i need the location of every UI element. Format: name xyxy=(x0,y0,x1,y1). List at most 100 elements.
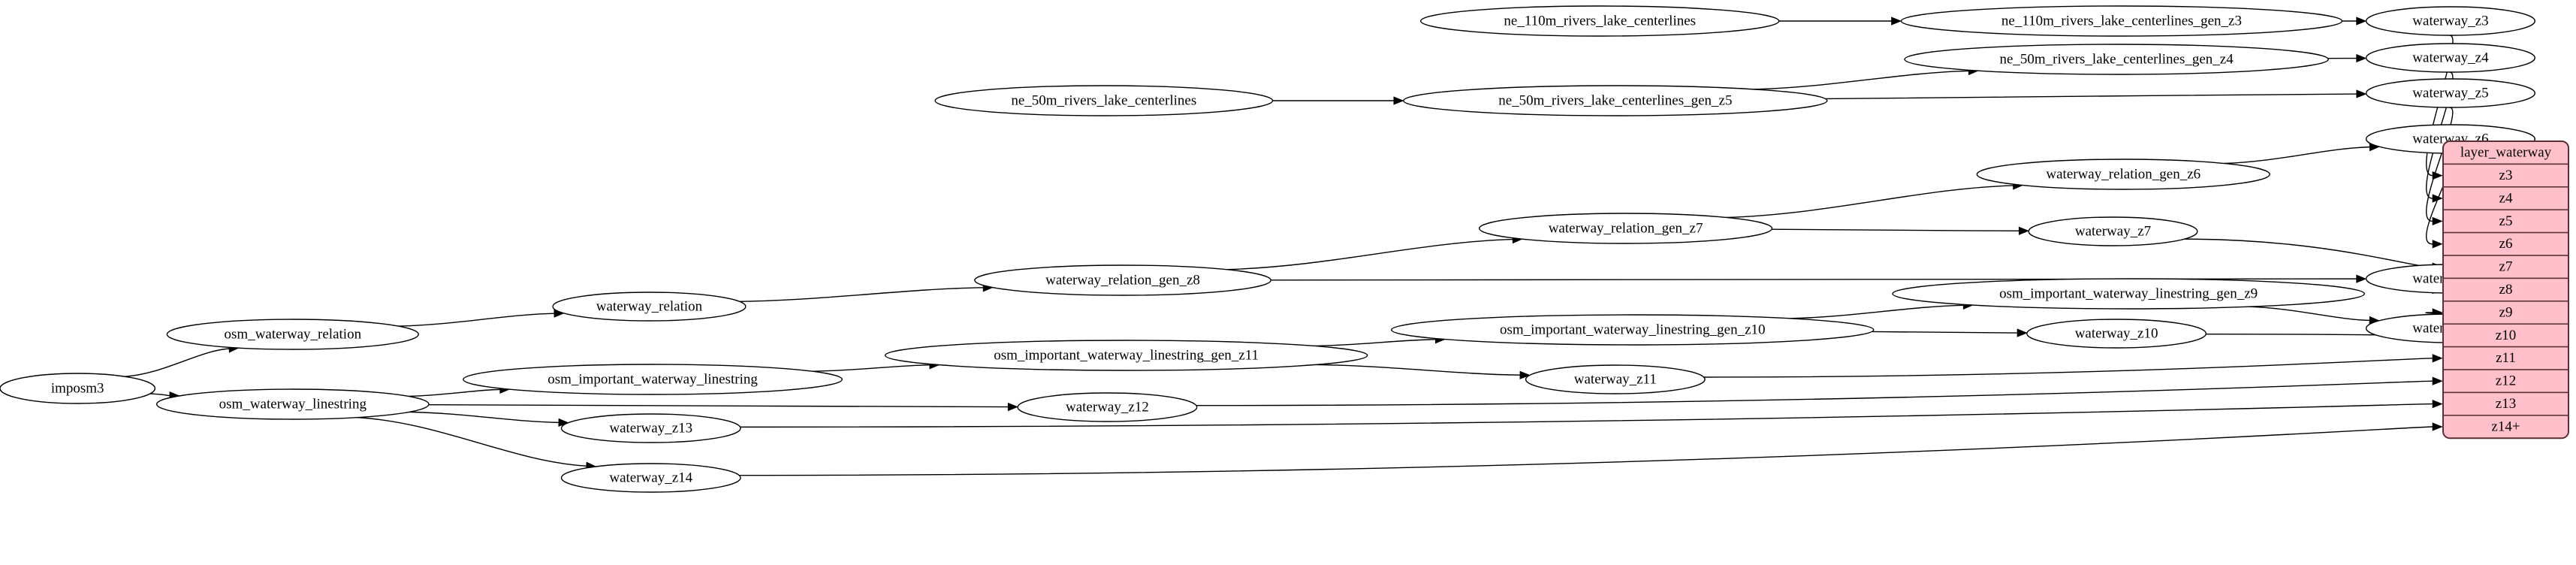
edge-waterway_relation_gen_z7-to-waterway_z7 xyxy=(1772,228,2019,231)
graph-node-osm_waterway_relation[interactable]: osm_waterway_relation xyxy=(166,319,419,350)
edge-osm_waterway_linestring-to-waterway_z12 xyxy=(428,403,1009,408)
graph-node-ne_110m_rivers_lake_centerlines_gen_z3[interactable]: ne_110m_rivers_lake_centerlines_gen_z3 xyxy=(1900,5,2343,37)
edge-osm_important_waterway_linestring-to-osm_important_waterway_linestring_gen_z11 xyxy=(812,364,930,372)
edge-waterway_z14-to-layer_waterway.z14+ xyxy=(739,426,2433,476)
edge-arrowhead xyxy=(2432,240,2443,249)
edge-arrowhead xyxy=(2356,53,2367,63)
table-row-z11[interactable] xyxy=(2443,346,2568,370)
edge-arrowhead xyxy=(2432,376,2443,385)
graph-node-waterway_relation[interactable]: waterway_relation xyxy=(552,292,747,322)
edge-waterway_z12-to-layer_waterway.z12 xyxy=(1196,380,2433,406)
edge-waterway_relation_gen_z6-to-waterway_z6 xyxy=(2224,146,2370,165)
graph-node-waterway_z11[interactable]: waterway_z11 xyxy=(1525,364,1706,394)
node-ellipse xyxy=(552,292,747,322)
edge-waterway_z13-to-layer_waterway.z13 xyxy=(740,403,2433,428)
graph-node-osm_important_waterway_linestring_gen_z10[interactable]: osm_important_waterway_linestring_gen_z1… xyxy=(1391,314,1875,346)
edge-arrowhead xyxy=(2016,328,2028,337)
node-ellipse xyxy=(884,340,1368,371)
edge-arrowhead xyxy=(2432,399,2443,409)
graph-node-waterway_z4[interactable]: waterway_z4 xyxy=(2365,43,2535,73)
graph-node-waterway_z13[interactable]: waterway_z13 xyxy=(560,413,741,443)
table-row-label-z14+: z14+ xyxy=(2491,418,2520,434)
table-row-label-z5: z5 xyxy=(2499,213,2513,229)
edge-osm_waterway_relation-to-waterway_relation xyxy=(397,313,554,327)
node-ellipse xyxy=(1391,314,1875,346)
node-ellipse xyxy=(2365,43,2535,73)
node-ellipse xyxy=(1420,5,1780,37)
graph-node-waterway_z14[interactable]: waterway_z14 xyxy=(560,463,741,493)
table-row-label-z7: z7 xyxy=(2499,259,2513,275)
node-ellipse xyxy=(1904,44,2329,75)
node-ellipse xyxy=(1403,85,1828,116)
edge-osm_important_waterway_linestring_gen_z11-to-waterway_z11 xyxy=(1315,364,1520,376)
node-ellipse xyxy=(1900,5,2343,37)
edge-osm_important_waterway_linestring_gen_z10-to-osm_important_waterway_linestring_gen_z9 xyxy=(1789,304,1964,319)
edge-arrowhead xyxy=(1007,402,1019,412)
table-row-label-z9: z9 xyxy=(2499,304,2513,320)
edge-waterway_z5-to-layer_waterway.z5 xyxy=(2426,107,2454,222)
edge-imposm3-to-osm_waterway_relation xyxy=(125,348,229,377)
edge-waterway_z11-to-layer_waterway.z11 xyxy=(1703,358,2433,378)
graph-node-waterway_z7[interactable]: waterway_z7 xyxy=(2028,216,2198,246)
edge-waterway_relation_gen_z7-to-waterway_relation_gen_z6 xyxy=(1726,185,2013,219)
graph-node-imposm3[interactable]: imposm3 xyxy=(0,373,156,404)
edge-osm_waterway_linestring-to-waterway_z13 xyxy=(409,411,559,424)
edge-arrowhead xyxy=(2432,216,2443,226)
node-ellipse xyxy=(1478,213,1773,244)
node-ellipse xyxy=(166,319,419,350)
graph-node-waterway_relation_gen_z8[interactable]: waterway_relation_gen_z8 xyxy=(974,264,1271,296)
edge-arrowhead xyxy=(2356,274,2367,283)
graph-node-ne_50m_rivers_lake_centerlines_gen_z4[interactable]: ne_50m_rivers_lake_centerlines_gen_z4 xyxy=(1904,44,2329,75)
graph-node-waterway_z5[interactable]: waterway_z5 xyxy=(2365,78,2535,108)
node-ellipse xyxy=(1976,159,2270,190)
table-row-label-z11: z11 xyxy=(2496,350,2516,366)
graph-node-osm_important_waterway_linestring_gen_z11[interactable]: osm_important_waterway_linestring_gen_z1… xyxy=(884,340,1368,371)
node-ellipse xyxy=(934,85,1274,116)
table-row-label-z8: z8 xyxy=(2499,282,2513,298)
edge-arrowhead xyxy=(2356,89,2367,98)
edge-arrowhead xyxy=(1519,370,1531,379)
node-ellipse xyxy=(1525,364,1706,394)
graph-node-ne_50m_rivers_lake_centerlines[interactable]: ne_50m_rivers_lake_centerlines xyxy=(934,85,1274,116)
graph-node-waterway_relation_gen_z7[interactable]: waterway_relation_gen_z7 xyxy=(1478,213,1773,244)
table-row-label-z3: z3 xyxy=(2499,168,2513,183)
graph-node-waterway_z12[interactable]: waterway_z12 xyxy=(1017,392,1198,422)
edge-waterway_relation_gen_z8-to-waterway_relation_gen_z7 xyxy=(1226,238,1513,270)
node-ellipse xyxy=(560,463,741,493)
table-header-label: layer_waterway xyxy=(2460,145,2552,161)
graph-node-waterway_z10[interactable]: waterway_z10 xyxy=(2026,319,2207,349)
table-row-z6[interactable] xyxy=(2443,231,2568,256)
edge-osm_waterway_linestring-to-waterway_z14 xyxy=(357,416,587,467)
edges-layer xyxy=(125,17,2454,476)
layer-waterway-table: layer_waterway z3 z4 z5 z6 z7 z8 z9 z10 z11 z12 z13… xyxy=(2442,140,2569,440)
layer-waterway-rows: layer_waterway z3 z4 z5 z6 z7 z8 z9 z10 z11 z12 z13… xyxy=(2443,141,2568,439)
edge-imposm3-to-osm_waterway_linestring xyxy=(149,393,170,397)
node-ellipse xyxy=(560,413,741,443)
edge-osm_waterway_linestring-to-osm_important_waterway_linestring xyxy=(408,388,500,397)
edge-arrowhead xyxy=(1891,17,1902,26)
edge-arrowhead xyxy=(2432,354,2443,363)
node-ellipse xyxy=(155,388,430,420)
table-row-z8[interactable] xyxy=(2443,277,2568,302)
graph-node-osm_waterway_linestring[interactable]: osm_waterway_linestring xyxy=(155,388,430,420)
table-row-label-z10: z10 xyxy=(2496,328,2516,343)
graph-node-osm_important_waterway_linestring[interactable]: osm_important_waterway_linestring xyxy=(463,364,843,395)
node-ellipse xyxy=(1017,392,1198,422)
table-outer-border xyxy=(2442,140,2569,440)
graph-node-waterway_relation_gen_z6[interactable]: waterway_relation_gen_z6 xyxy=(1976,159,2270,190)
edge-osm_important_waterway_linestring_gen_z10-to-waterway_z10 xyxy=(1872,331,2018,334)
graph-node-waterway_z3[interactable]: waterway_z3 xyxy=(2365,6,2535,36)
edge-waterway_z7-to-layer_waterway.z7 xyxy=(2184,238,2433,267)
graph-node-ne_50m_rivers_lake_centerlines_gen_z5[interactable]: ne_50m_rivers_lake_centerlines_gen_z5 xyxy=(1403,85,1828,116)
edge-arrowhead xyxy=(1393,96,1404,105)
node-ellipse xyxy=(974,264,1271,296)
graph-node-osm_important_waterway_linestring_gen_z9[interactable]: osm_important_waterway_linestring_gen_z9 xyxy=(1892,278,2365,310)
edge-osm_important_waterway_linestring_gen_z9-to-waterway_z9 xyxy=(2249,306,2370,322)
table-row-label-z4: z4 xyxy=(2499,190,2513,206)
table-row-label-z6: z6 xyxy=(2499,236,2513,252)
table-row-label-z13: z13 xyxy=(2496,396,2516,412)
graph-node-ne_110m_rivers_lake_centerlines[interactable]: ne_110m_rivers_lake_centerlines xyxy=(1420,5,1780,37)
edge-arrowhead xyxy=(2356,17,2367,26)
table-row-label-z12: z12 xyxy=(2496,373,2516,389)
